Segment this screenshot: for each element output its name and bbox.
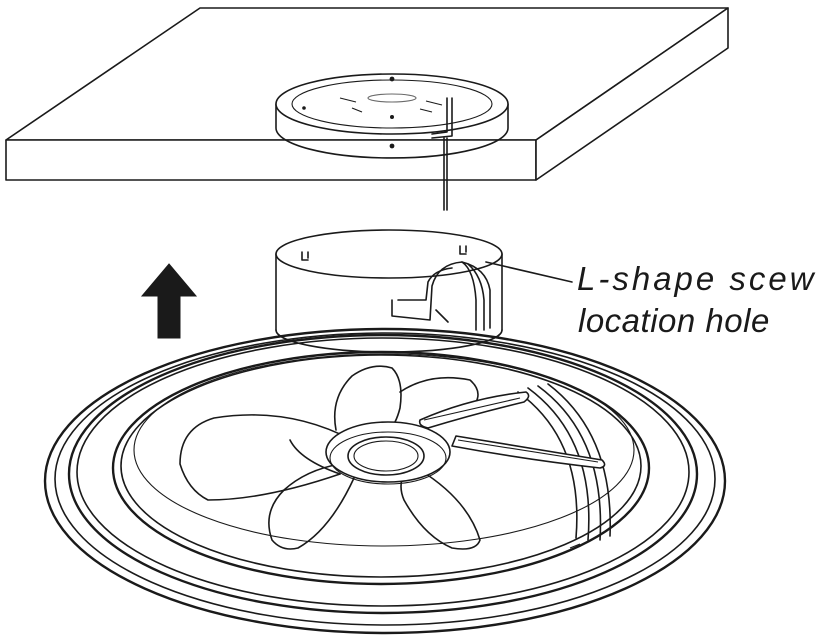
fan-guard [133,353,635,549]
callout-label-line2: location hole [578,302,770,339]
callout-label-line1: L-shape scew [577,260,817,297]
outer-ring [43,327,727,635]
up-arrow-icon [140,263,198,339]
callout-leader-line [485,261,573,283]
fan-blades [179,365,481,550]
motor-housing [275,229,503,353]
light-rods [418,391,606,469]
mounting-plate [275,73,509,211]
